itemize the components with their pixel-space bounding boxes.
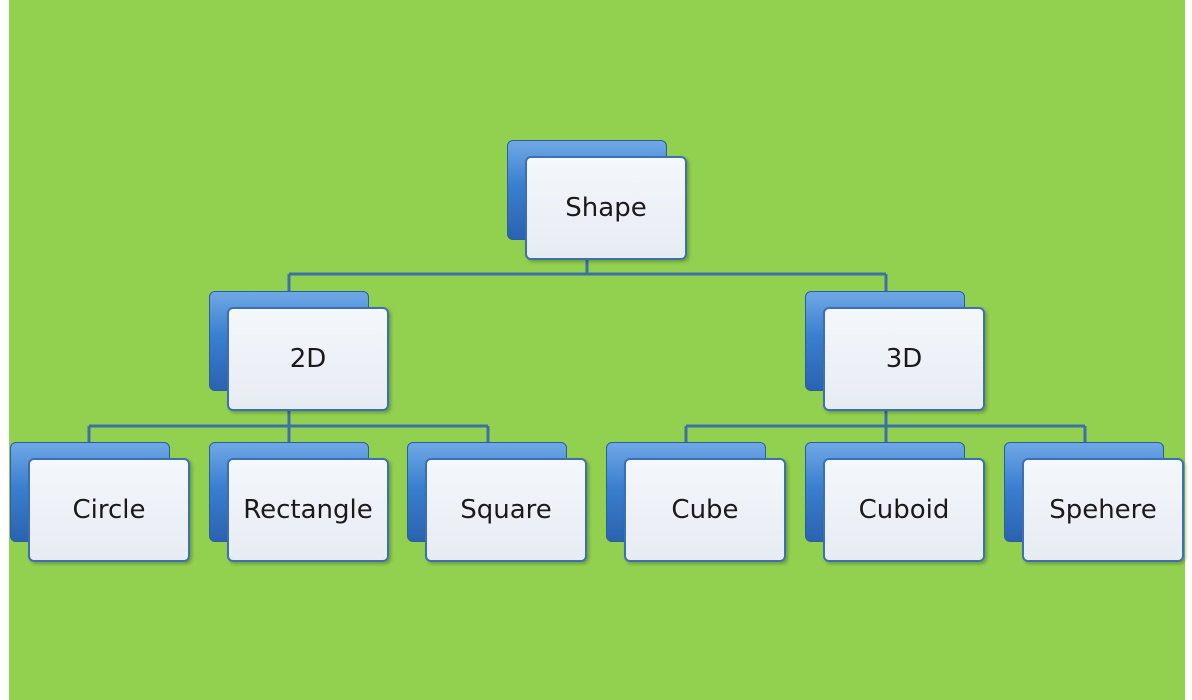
node-spehere-label: Spehere bbox=[1049, 495, 1157, 525]
node-2d: 2D bbox=[209, 291, 389, 411]
diagram-canvas bbox=[9, 0, 1185, 700]
node-cube-front: Cube bbox=[624, 458, 786, 562]
node-spehere: Spehere bbox=[1004, 442, 1184, 562]
node-2d-front: 2D bbox=[227, 307, 389, 411]
node-square: Square bbox=[407, 442, 587, 562]
node-rectangle: Rectangle bbox=[209, 442, 389, 562]
node-circle-front: Circle bbox=[28, 458, 190, 562]
node-root: Shape bbox=[507, 140, 687, 260]
node-cuboid-label: Cuboid bbox=[858, 495, 950, 525]
node-cube: Cube bbox=[606, 442, 786, 562]
node-cuboid-front: Cuboid bbox=[823, 458, 985, 562]
node-square-front: Square bbox=[425, 458, 587, 562]
node-circle-label: Circle bbox=[72, 495, 146, 525]
node-3d-label: 3D bbox=[885, 344, 923, 374]
connector-root-to-level1 bbox=[287, 258, 888, 292]
node-spehere-front: Spehere bbox=[1022, 458, 1184, 562]
node-cube-label: Cube bbox=[671, 495, 739, 525]
node-rectangle-front: Rectangle bbox=[227, 458, 389, 562]
connector-2d-to-children bbox=[87, 410, 490, 444]
node-square-label: Square bbox=[460, 495, 552, 525]
node-3d: 3D bbox=[805, 291, 985, 411]
node-3d-front: 3D bbox=[823, 307, 985, 411]
node-rectangle-label: Rectangle bbox=[243, 495, 373, 525]
connector-3d-to-children bbox=[684, 410, 1087, 444]
node-circle: Circle bbox=[10, 442, 190, 562]
node-2d-label: 2D bbox=[289, 344, 327, 374]
node-root-front: Shape bbox=[525, 156, 687, 260]
node-root-label: Shape bbox=[565, 193, 647, 223]
node-cuboid: Cuboid bbox=[805, 442, 985, 562]
